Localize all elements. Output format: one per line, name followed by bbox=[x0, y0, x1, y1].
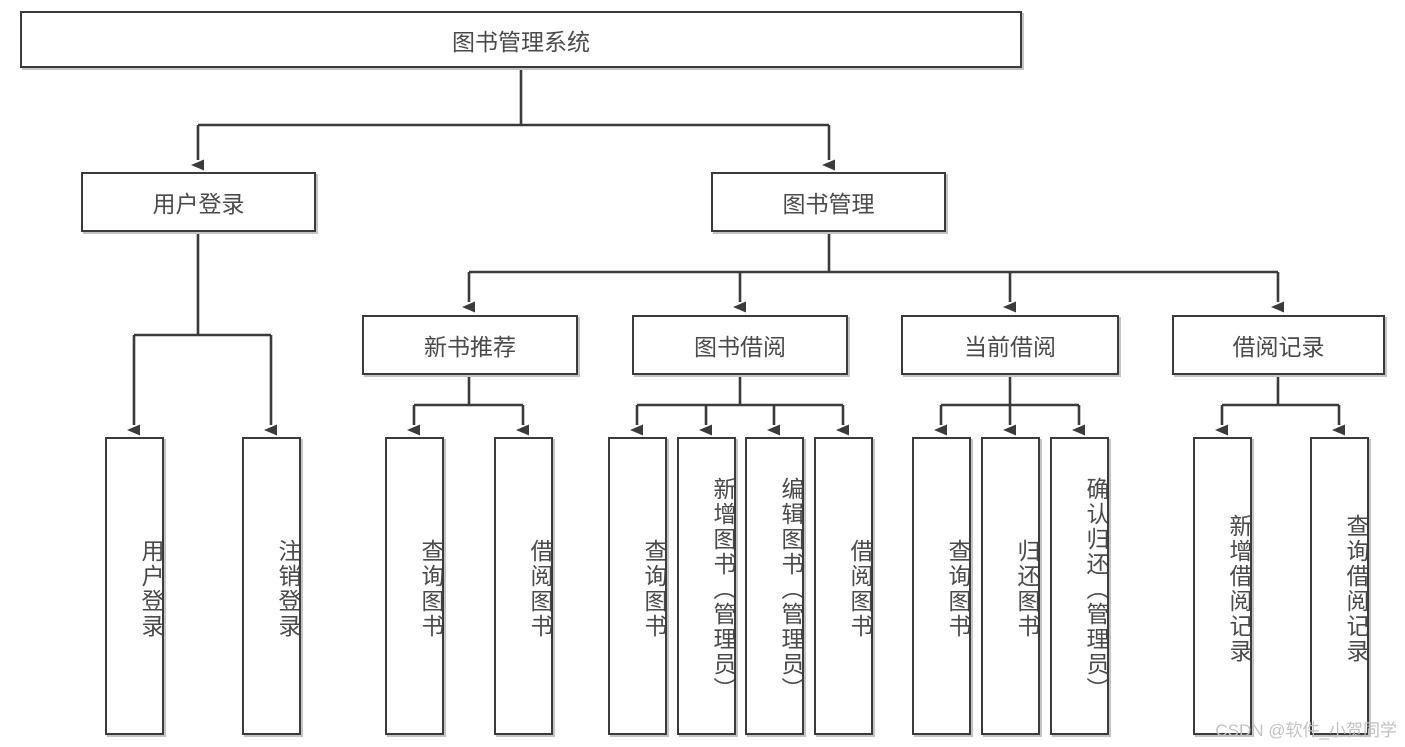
leaf-add-borrow-record[interactable]: 新增借阅记录 bbox=[1193, 437, 1252, 735]
node-root-label: 图书管理系统 bbox=[452, 28, 590, 55]
leaf-logout-login[interactable]: 注销登录 bbox=[242, 437, 301, 735]
leaf-query-book-1-label: 查询图书 bbox=[418, 539, 442, 639]
connector-bookborrow-to-leaves bbox=[630, 375, 849, 436]
leaf-query-book-3[interactable]: 查询图书 bbox=[912, 437, 971, 735]
leaf-borrow-book-1[interactable]: 借阅图书 bbox=[494, 437, 553, 735]
leaf-return-book-label: 归还图书 bbox=[1014, 539, 1038, 639]
node-user-login-label: 用户登录 bbox=[152, 191, 245, 217]
connector-borrowrecord-to-leaves bbox=[1215, 375, 1345, 436]
leaf-add-borrow-record-label: 新增借阅记录 bbox=[1226, 514, 1250, 664]
leaf-confirm-return-label: 确认归还（管理员） bbox=[1083, 476, 1107, 702]
connector-userlogin-to-leaves bbox=[127, 232, 277, 436]
leaf-query-book-2-label: 查询图书 bbox=[641, 539, 665, 639]
node-book-manage-label: 图书管理 bbox=[782, 191, 875, 217]
node-book-manage[interactable]: 图书管理 bbox=[711, 172, 946, 232]
leaf-query-borrow-record[interactable]: 查询借阅记录 bbox=[1310, 437, 1369, 735]
node-user-login[interactable]: 用户登录 bbox=[81, 172, 316, 232]
leaf-user-login-label: 用户登录 bbox=[138, 539, 162, 639]
leaf-add-book-label: 新增图书（管理员） bbox=[710, 476, 734, 702]
node-book-borrow-label: 图书借阅 bbox=[694, 334, 786, 360]
leaf-query-book-2[interactable]: 查询图书 bbox=[608, 437, 667, 735]
node-borrow-record[interactable]: 借阅记录 bbox=[1172, 315, 1385, 375]
node-book-borrow[interactable]: 图书借阅 bbox=[632, 315, 848, 375]
node-current-borrow[interactable]: 当前借阅 bbox=[901, 315, 1119, 375]
leaf-edit-book-label: 编辑图书（管理员） bbox=[778, 476, 802, 702]
leaf-borrow-book-2[interactable]: 借阅图书 bbox=[814, 437, 873, 735]
leaf-return-book[interactable]: 归还图书 bbox=[981, 437, 1040, 735]
leaf-query-book-1[interactable]: 查询图书 bbox=[385, 437, 444, 735]
connector-newbook-to-leaves bbox=[407, 375, 529, 436]
node-borrow-record-label: 借阅记录 bbox=[1232, 334, 1325, 360]
leaf-edit-book[interactable]: 编辑图书（管理员） bbox=[745, 437, 804, 735]
connector-root-to-level2 bbox=[191, 68, 835, 171]
node-current-borrow-label: 当前借阅 bbox=[964, 334, 1056, 360]
leaf-borrow-book-2-label: 借阅图书 bbox=[847, 539, 871, 639]
node-new-book-recommend-label: 新书推荐 bbox=[424, 334, 516, 360]
leaf-query-borrow-record-label: 查询借阅记录 bbox=[1343, 514, 1367, 664]
leaf-confirm-return[interactable]: 确认归还（管理员） bbox=[1050, 437, 1109, 735]
leaf-borrow-book-1-label: 借阅图书 bbox=[527, 539, 551, 639]
leaf-add-book[interactable]: 新增图书（管理员） bbox=[677, 437, 736, 735]
connector-bookmanage-to-level3 bbox=[462, 232, 1284, 313]
node-new-book-recommend[interactable]: 新书推荐 bbox=[362, 315, 578, 375]
leaf-user-login[interactable]: 用户登录 bbox=[105, 437, 164, 735]
node-root[interactable]: 图书管理系统 bbox=[20, 11, 1022, 68]
leaf-query-book-3-label: 查询图书 bbox=[945, 539, 969, 639]
leaf-logout-login-label: 注销登录 bbox=[275, 539, 299, 639]
connector-currentborrow-to-leaves bbox=[934, 375, 1085, 436]
